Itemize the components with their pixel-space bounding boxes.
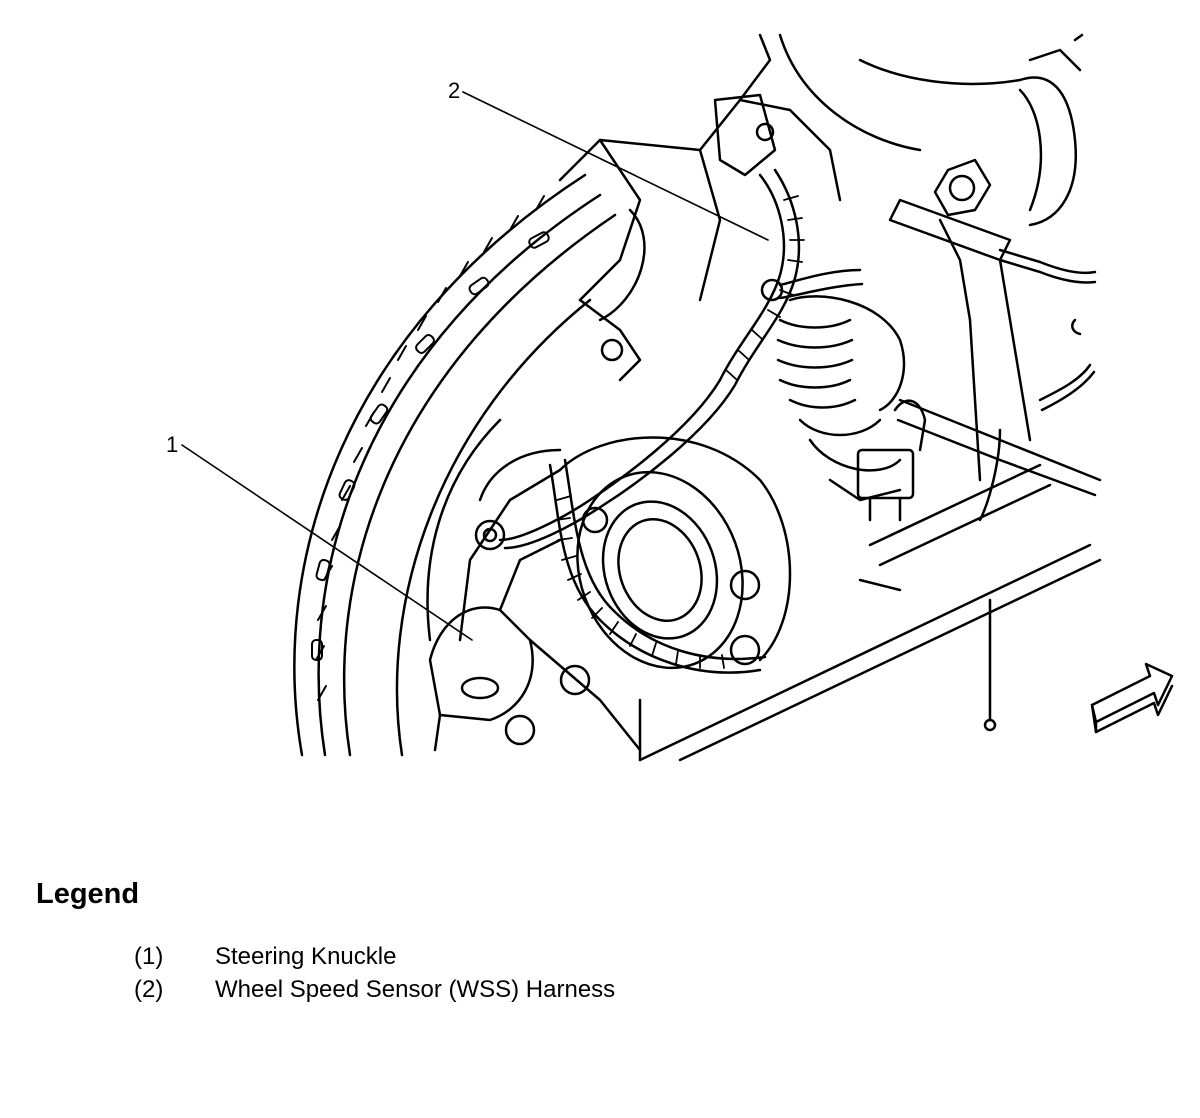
- wss-harness: [474, 168, 864, 674]
- legend-key: (2): [134, 976, 164, 1003]
- callout-number-2: 2: [448, 78, 461, 103]
- legend-text: Steering Knuckle: [215, 943, 397, 970]
- upper-control-arm: [778, 33, 1084, 482]
- wheel-hub: [504, 436, 792, 746]
- caliper-bracket: [558, 33, 842, 382]
- steering-knuckle: [426, 418, 642, 752]
- arrow-icon: [1090, 662, 1174, 734]
- legend-item: (1) Steering Knuckle: [134, 940, 615, 973]
- legend-item: (2) Wheel Speed Sensor (WSS) Harness: [134, 973, 615, 1006]
- legend-list: (1) Steering Knuckle (2) Wheel Speed Sen…: [134, 940, 615, 1006]
- legend-text: Wheel Speed Sensor (WSS) Harness: [215, 976, 616, 1003]
- brake-rotor: [293, 173, 617, 757]
- legend-title: Legend: [36, 878, 140, 910]
- leader-lines: [181, 91, 769, 641]
- frame-rail: [638, 248, 1102, 762]
- caliper-body: [776, 295, 906, 502]
- callout-number-1: 1: [166, 432, 179, 457]
- leader-line-2: [462, 91, 769, 241]
- brake-assembly-illustration: [181, 33, 1174, 762]
- legend-key: (1): [134, 943, 164, 970]
- leader-line-1: [181, 444, 473, 641]
